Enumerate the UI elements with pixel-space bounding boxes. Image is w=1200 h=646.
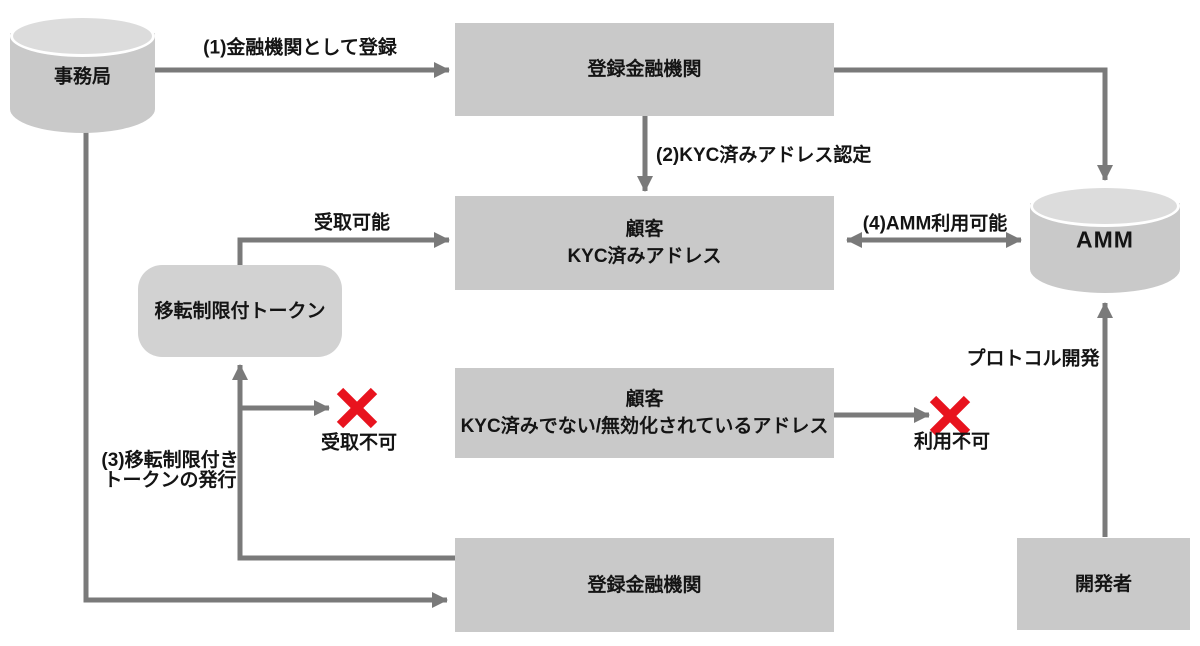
cylinder-top-ellipse bbox=[10, 15, 155, 57]
restricted-token-label: 移転制限付トークン bbox=[154, 300, 326, 322]
customer-kyc-node: 顧客 KYC済みアドレス bbox=[455, 196, 834, 290]
amm-label: AMM bbox=[1076, 226, 1134, 253]
developer-node: 開発者 bbox=[1017, 538, 1190, 630]
edge-label-token-issue-line2: トークンの発行 bbox=[103, 470, 237, 491]
edge-fi-top-to-amm bbox=[834, 67, 1113, 181]
edge-label-token-issue-line1: (3)移転制限付き bbox=[101, 450, 239, 471]
amm-cylinder-node: AMM bbox=[1030, 185, 1180, 293]
registered-fi-bottom-label: 登録金融機関 bbox=[587, 574, 702, 596]
edge-label-receive-ok: 受取可能 bbox=[313, 212, 391, 234]
customer-no-kyc-label-line1: 顧客 bbox=[625, 389, 664, 410]
developer-label: 開発者 bbox=[1074, 573, 1132, 595]
customer-kyc-label-line2: KYC済みアドレス bbox=[567, 246, 722, 267]
customer-kyc-label-line1: 顧客 bbox=[625, 219, 664, 240]
restricted-token-node: 移転制限付トークン bbox=[138, 265, 342, 357]
edge-label-receive-denied: 受取不可 bbox=[320, 432, 398, 454]
edge-token-to-customer-kyc bbox=[237, 232, 450, 266]
customer-no-kyc-label-line2: KYC済みでない/無効化されているアドレス bbox=[460, 416, 829, 437]
edge-secretariat-to-fi-bottom bbox=[83, 128, 448, 608]
registered-fi-top-label: 登録金融機関 bbox=[587, 59, 702, 80]
secretariat-label: 事務局 bbox=[53, 66, 111, 88]
registered-fi-bottom-node: 登録金融機関 bbox=[455, 538, 834, 632]
edge-label-kyc-certify: (2)KYC済みアドレス認定 bbox=[656, 145, 872, 166]
customer-no-kyc-node: 顧客 KYC済みでない/無効化されているアドレス bbox=[455, 368, 834, 458]
edge-label-protocol-dev: プロトコル開発 bbox=[966, 348, 1100, 370]
edge-label-use-denied: 利用不可 bbox=[913, 431, 991, 453]
registered-fi-top-node: 登録金融機関 bbox=[455, 23, 834, 116]
use-denied-x-icon bbox=[929, 395, 971, 437]
edge-label-token-issue: (3)移転制限付き トークンの発行 bbox=[101, 451, 238, 491]
edge-label-amm-usable: (4)AMM利用可能 bbox=[862, 213, 1008, 235]
secretariat-cylinder-node: 事務局 bbox=[10, 15, 155, 133]
edge-fi-bottom-to-token bbox=[232, 364, 455, 561]
edge-label-register-fi: (1)金融機関として登録 bbox=[203, 37, 397, 59]
receive-denied-x-icon bbox=[336, 387, 378, 429]
cylinder-top-ellipse bbox=[1030, 185, 1180, 227]
